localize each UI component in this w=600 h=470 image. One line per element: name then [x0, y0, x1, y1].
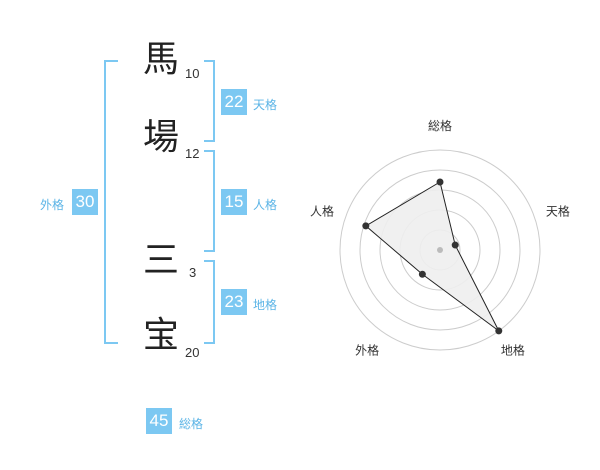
soukaku-value: 45 [146, 408, 172, 434]
radar-point-2 [451, 241, 459, 249]
radar-data-area [364, 181, 500, 332]
name-char-2: 場 [143, 117, 180, 158]
name-char-4: 宝 [143, 315, 180, 356]
radar-point-4 [418, 270, 426, 278]
chikaku-value: 23 [221, 289, 247, 315]
radar-axis-label-2: 天格 [546, 204, 570, 219]
tenkaku-value: 22 [221, 89, 247, 115]
radar-grid-ring [339, 149, 541, 351]
name-char-1: 馬 [143, 39, 180, 80]
jinkaku-value: 15 [221, 189, 247, 215]
chikaku-bracket [204, 260, 215, 344]
stroke-count-3: 3 [189, 265, 197, 280]
stroke-count-4: 20 [185, 345, 200, 360]
radar-axis-label-1: 総格 [428, 118, 452, 133]
gaikaku-bracket [104, 60, 118, 344]
name-char-3: 三 [143, 240, 180, 281]
stroke-count-2: 12 [185, 146, 200, 161]
radar-axis-label-5: 人格 [310, 204, 334, 219]
radar-grid-ring [359, 169, 521, 331]
jinkaku-bracket [204, 150, 215, 252]
radar-center-dot [437, 247, 443, 253]
radar-point-3 [495, 327, 503, 335]
soukaku-label: 総格 [179, 417, 204, 431]
radar-point-5 [362, 222, 370, 230]
gaikaku-value: 30 [72, 189, 98, 215]
radar-point-1 [436, 178, 444, 186]
radar-axis-label-3: 地格 [501, 342, 525, 357]
stroke-count-1: 10 [185, 66, 200, 81]
jinkaku-label: 人格 [253, 198, 278, 212]
radar-axis-label-4: 外格 [355, 342, 379, 357]
chikaku-label: 地格 [253, 298, 278, 312]
tenkaku-label: 天格 [253, 98, 278, 112]
tenkaku-bracket [204, 60, 215, 142]
gaikaku-label: 外格 [40, 198, 65, 212]
